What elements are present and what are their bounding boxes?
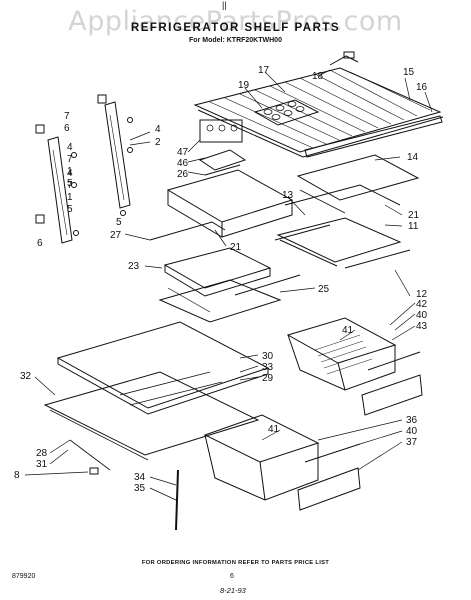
callout-18: 18 [312,71,324,82]
callout-2: 2 [155,137,161,148]
callout-33: 33 [262,362,274,373]
callout-46: 46 [177,158,189,169]
callout-4: 4 [155,124,161,135]
callout-5: 5 [67,204,73,215]
callout-40: 40 [406,426,418,437]
callout-15: 15 [403,67,415,78]
callout-30: 30 [262,351,274,362]
callout-labels: 17 18 15 19 16 7 6 4 2 47 46 26 14 4 7 1… [14,65,428,494]
ordering-note: FOR ORDERING INFORMATION REFER TO PARTS … [141,560,330,566]
callout-14: 14 [407,152,419,163]
callout-43: 43 [416,321,428,332]
callout-16: 16 [416,82,428,93]
right-glass-shelf [274,154,420,269]
callout-32: 32 [20,371,32,382]
callout-26: 26 [177,169,189,180]
callout-4: 4 [67,168,73,179]
large-glass-shelf [43,321,270,475]
document-number: 879920 [12,573,36,580]
callout-47: 47 [177,147,189,158]
callout-1: 1 [67,166,73,177]
callout-34: 34 [134,472,146,483]
callout-31: 31 [36,459,48,470]
callout-7: 7 [67,154,73,165]
callout-37: 37 [406,437,418,448]
crisper-drawer-lower [175,414,361,531]
date-code: 8-21-93 [220,586,246,595]
callout-29: 29 [262,373,274,384]
callout-19: 19 [238,80,250,91]
top-mark: || [222,0,227,10]
crisper-drawer-upper [286,317,423,416]
callout-42: 42 [416,299,428,310]
callout-41: 41 [342,325,354,336]
callout-40: 40 [416,310,428,321]
callout-28: 28 [36,448,48,459]
callout-25: 25 [318,284,330,295]
callout-5: 5 [67,178,73,189]
callout-23: 23 [128,261,140,272]
callout-4: 4 [67,142,73,153]
callout-7: 7 [67,180,73,191]
egg-tray [253,99,320,126]
callout-8: 8 [14,470,20,481]
callout-27: 27 [110,230,122,241]
callout-12: 12 [416,289,428,300]
callout-21: 21 [230,242,242,253]
left-shelf-rails [35,94,133,244]
model-subtitle: For Model: KTRF20KTWH00 [189,37,282,44]
callout-11: 11 [408,221,419,232]
callout-7: 7 [64,111,70,122]
callout-5: 5 [116,217,122,228]
callout-1: 1 [67,192,73,203]
upper-glass-shelf [166,119,294,238]
callout-13: 13 [282,190,294,201]
callout-6: 6 [64,123,70,134]
callout-41: 41 [268,424,280,435]
callout-21: 21 [408,210,420,221]
watermark: AppliancePartsPros.com [68,6,403,37]
wire-shelf-top [193,51,444,158]
callout-17: 17 [258,65,270,76]
left-glass-shelf-frame [149,221,301,323]
page-title: REFRIGERATOR SHELF PARTS [130,22,341,34]
page-number: 6 [230,573,234,580]
callout-6: 6 [37,238,43,249]
leader-lines [24,69,433,501]
callout-36: 36 [406,415,418,426]
callout-35: 35 [134,483,146,494]
